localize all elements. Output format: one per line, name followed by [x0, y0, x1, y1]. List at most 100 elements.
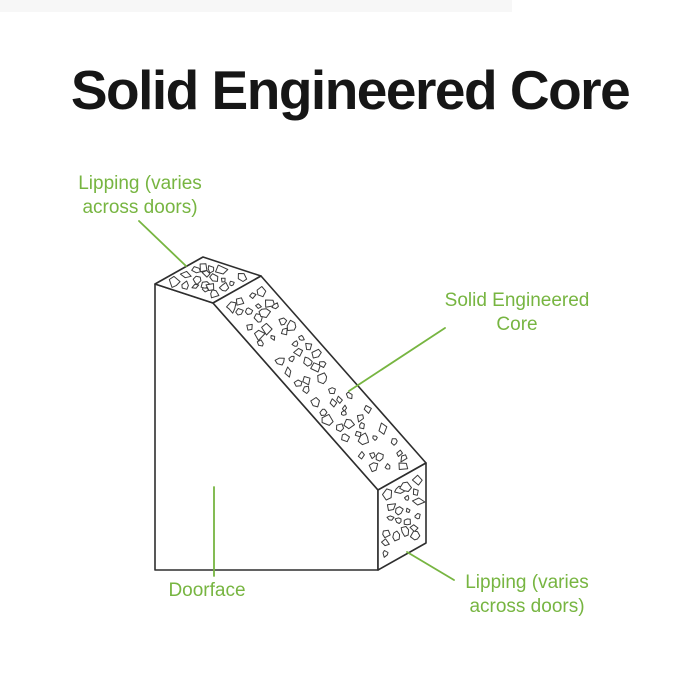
core-chip: [398, 462, 409, 470]
core-chip: [271, 302, 279, 310]
core-chip: [328, 387, 336, 395]
core-chip: [369, 452, 376, 460]
core-chip: [179, 270, 192, 279]
core-texture: [226, 286, 409, 473]
core-chip: [384, 463, 391, 470]
leader-line-lipping-bottom: [406, 551, 455, 581]
core-chip: [321, 413, 334, 426]
core-chip: [357, 451, 365, 460]
core-chip: [400, 454, 408, 463]
core-chip: [265, 299, 276, 308]
core-chip: [310, 362, 321, 373]
top-edge-artifact: [0, 0, 512, 12]
core-chip: [319, 361, 327, 368]
core-chip: [382, 550, 389, 558]
core-chip: [336, 395, 343, 404]
core-chip: [168, 275, 181, 288]
core-chip: [258, 308, 271, 318]
core-chip: [378, 422, 388, 435]
core-chip: [411, 497, 426, 506]
core-chip: [345, 391, 353, 400]
core-chip: [235, 308, 244, 316]
core-chip: [246, 323, 253, 331]
core-chip: [288, 355, 295, 363]
core-chip: [261, 322, 273, 336]
core-chip: [392, 530, 401, 542]
core-chip: [409, 530, 421, 541]
core-chip: [229, 280, 235, 287]
core-chip: [274, 357, 285, 366]
core-chip: [394, 517, 402, 524]
core-chip: [255, 303, 262, 309]
core-chip: [293, 379, 303, 387]
core-chip: [205, 283, 215, 291]
leader-line-lipping-top: [138, 220, 187, 267]
core-chip: [284, 366, 292, 378]
core-chip: [237, 273, 248, 282]
core-chip: [207, 265, 215, 274]
core-chip: [226, 301, 237, 314]
core-chip: [400, 526, 410, 537]
core-chip: [293, 347, 304, 357]
core-chip: [390, 438, 398, 446]
label-doorface: Doorface: [168, 580, 246, 602]
top-lipping-texture: [168, 263, 248, 299]
core-chip: [403, 518, 411, 526]
core-chip: [215, 264, 229, 275]
core-chip: [386, 503, 397, 511]
label-lipping-bottom: Lipping (varies across doors): [465, 572, 589, 617]
core-chip: [286, 319, 297, 331]
core-chip: [356, 414, 364, 423]
core-chip: [298, 334, 305, 341]
core-chip: [375, 452, 384, 462]
core-chip: [381, 538, 390, 547]
core-chip: [382, 529, 391, 539]
core-chip: [319, 408, 328, 416]
core-chip: [220, 277, 226, 283]
core-chip: [278, 317, 288, 326]
core-chip: [317, 372, 328, 385]
core-chip: [357, 432, 369, 446]
core-chip: [199, 263, 208, 273]
core-chip: [336, 423, 345, 432]
core-chip: [411, 474, 423, 486]
core-chip: [382, 488, 393, 501]
core-chip: [291, 340, 299, 347]
core-chip: [191, 266, 201, 274]
core-chip: [235, 297, 245, 306]
core-chip: [192, 275, 202, 286]
page-title: Solid Engineered Core: [70, 59, 631, 121]
core-chip: [359, 422, 365, 430]
core-chip: [329, 398, 338, 408]
core-chip: [341, 404, 348, 412]
core-chip: [270, 335, 276, 341]
core-chip: [305, 342, 313, 351]
label-core: Solid Engineered Core: [444, 290, 590, 335]
core-chip: [209, 273, 219, 282]
core-chip: [256, 286, 267, 298]
core-chip: [302, 385, 310, 394]
core-chip: [244, 307, 254, 315]
core-chip: [210, 289, 220, 299]
leader-line-core: [348, 327, 446, 392]
core-chip: [201, 270, 211, 278]
core-chip: [341, 433, 350, 443]
core-chip: [368, 462, 379, 473]
core-chip: [302, 376, 311, 386]
core-chip: [218, 282, 230, 292]
core-chip: [412, 488, 419, 496]
core-chip: [310, 397, 320, 408]
core-chip: [254, 329, 266, 341]
core-chip: [409, 524, 419, 533]
core-chip: [311, 348, 322, 359]
core-chip: [386, 515, 395, 521]
core-chip: [181, 280, 189, 290]
label-lipping-top: Lipping (varies across doors): [78, 173, 202, 218]
core-chip: [405, 507, 411, 513]
core-chip: [404, 494, 410, 501]
core-chip: [249, 292, 257, 299]
core-chip: [303, 356, 313, 367]
core-chip: [372, 435, 378, 441]
core-chip: [363, 405, 372, 414]
